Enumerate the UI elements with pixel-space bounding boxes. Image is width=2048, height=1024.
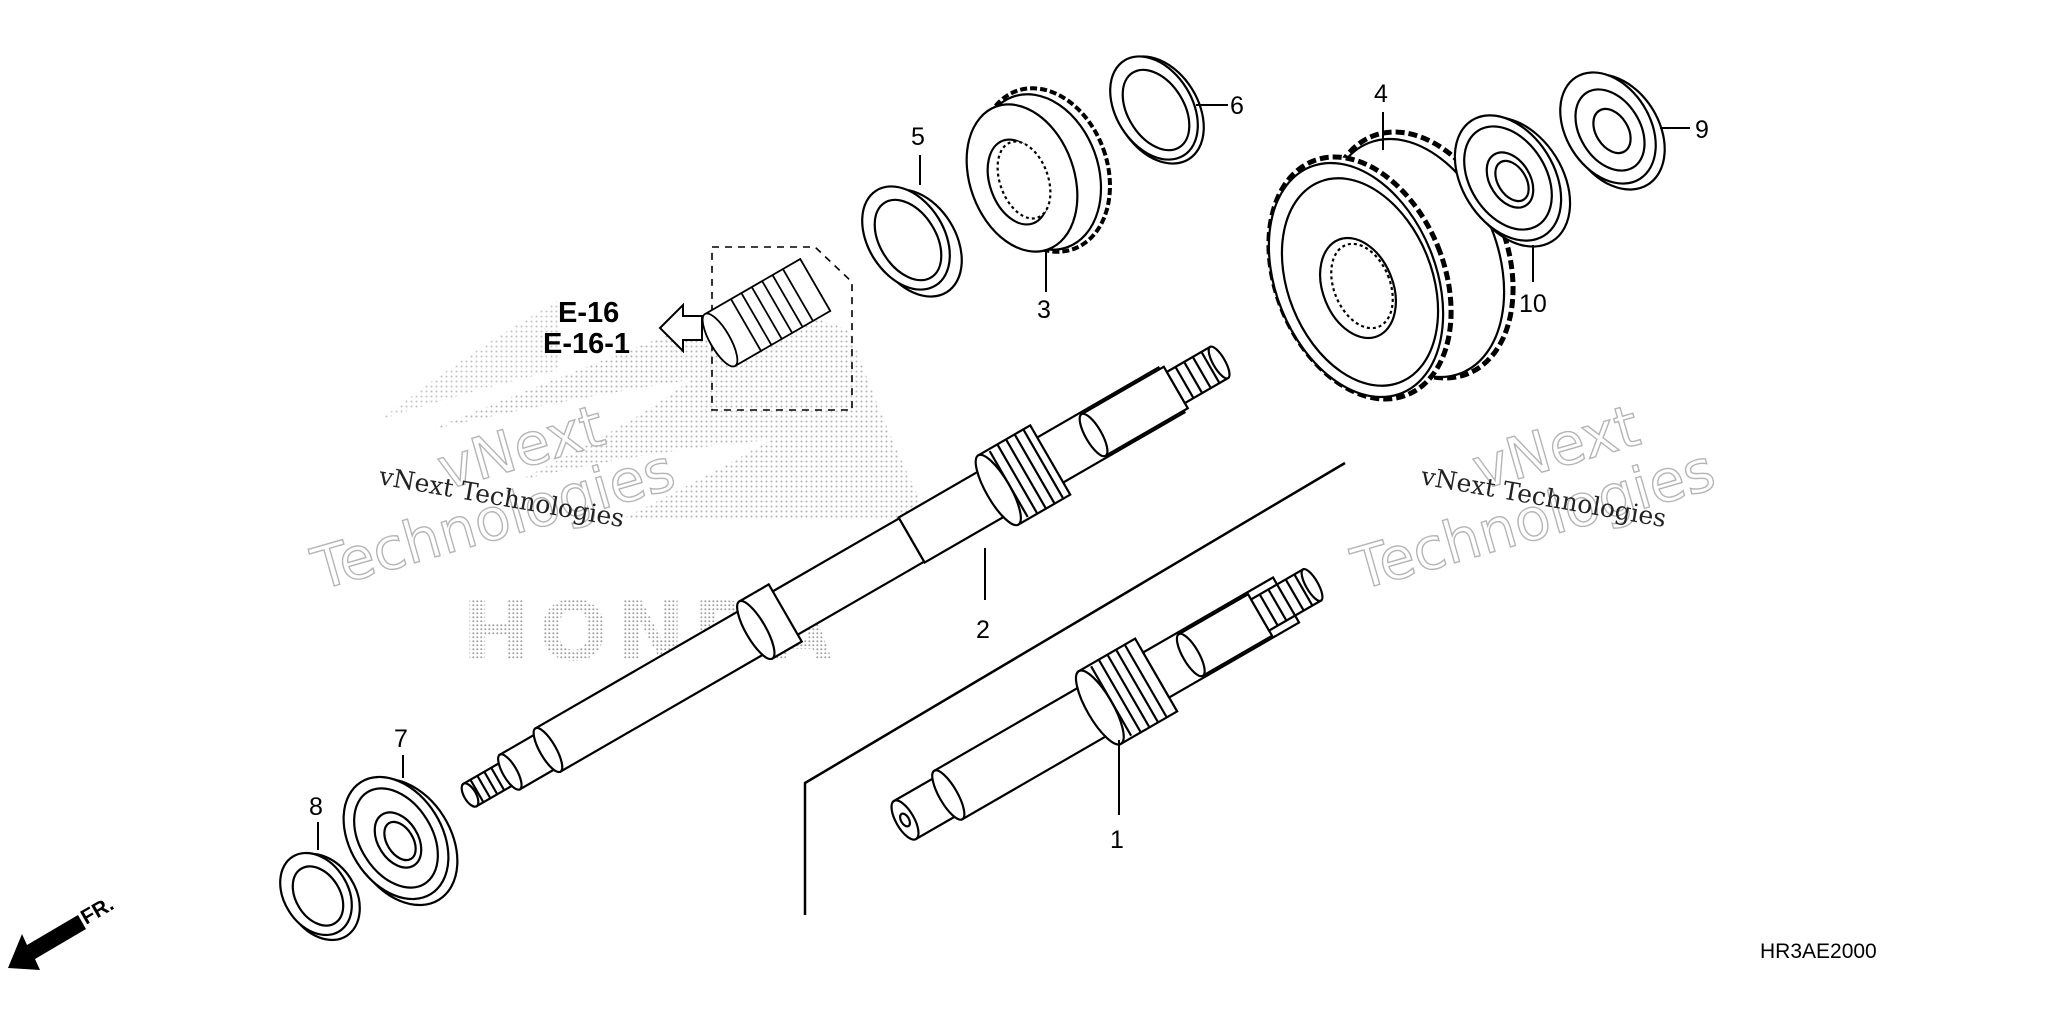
gear-3: [965, 86, 1112, 254]
bearing-10: [1453, 114, 1572, 248]
diagram-code: HR3AE2000: [1760, 940, 1877, 963]
callout-leaders: [317, 104, 1690, 850]
bearing-7: [342, 775, 459, 907]
seal-8: [279, 851, 361, 942]
reference-label-primary[interactable]: E-16: [558, 297, 619, 329]
seal-5: [861, 185, 963, 298]
callout-10[interactable]: 10: [1519, 290, 1547, 318]
bearing-9: [1559, 71, 1666, 191]
reference-arrow-icon: [658, 302, 703, 354]
watermark-right: vNext Technologies vNext Technologies: [1343, 391, 1722, 605]
reference-label-secondary[interactable]: E-16-1: [543, 328, 630, 360]
callout-2[interactable]: 2: [976, 616, 990, 644]
front-direction-indicator: FR.: [8, 892, 118, 970]
callout-3[interactable]: 3: [1037, 296, 1051, 324]
callout-8[interactable]: 8: [309, 793, 323, 821]
washer-6: [1109, 55, 1205, 165]
front-label: FR.: [77, 892, 118, 929]
front-arrow-icon: [8, 915, 86, 970]
callout-4[interactable]: 4: [1374, 80, 1388, 108]
watermark-left: vNext Technologies vNext Technologies: [303, 391, 682, 605]
callout-1[interactable]: 1: [1110, 826, 1124, 854]
shaft-2: [460, 345, 1231, 808]
callout-7[interactable]: 7: [394, 725, 408, 753]
reference-box: E-16 E-16-1: [543, 246, 853, 411]
callout-9[interactable]: 9: [1695, 116, 1709, 144]
callout-6[interactable]: 6: [1230, 92, 1244, 120]
callout-5[interactable]: 5: [911, 123, 925, 151]
shaft-1: [890, 567, 1324, 841]
group-divider: [803, 461, 1346, 915]
callout-numbers: 1 2 3 4 5 6 7 8 9 10: [309, 80, 1709, 854]
